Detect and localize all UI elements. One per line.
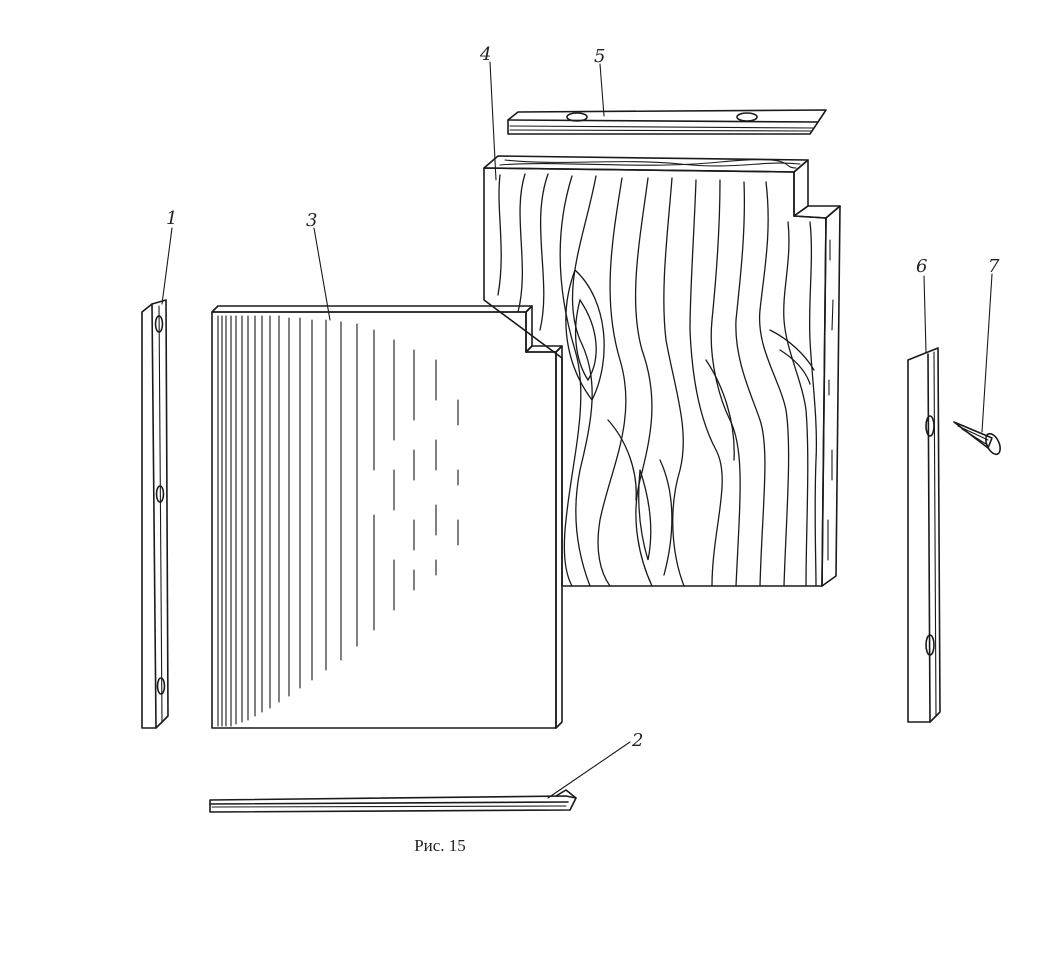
label-part-6: 6 [916,256,927,277]
label-part-7: 7 [988,256,1000,277]
part-7-nail [953,421,1001,456]
label-part-1: 1 [166,208,177,229]
label-part-4: 4 [479,44,491,65]
part-4-wood-block [483,155,841,587]
part-1-left-strip [141,299,169,729]
label-part-2: 2 [631,730,643,751]
part-2-bottom-strip [209,789,577,813]
label-part-3: 3 [306,210,317,231]
label-part-5: 5 [594,46,605,67]
part-3-panel [211,305,563,729]
part-5-top-strip [507,109,827,135]
part-6-right-strip [907,347,941,723]
figure-caption: Рис. 15 [414,836,466,855]
leader-lines [161,61,993,799]
